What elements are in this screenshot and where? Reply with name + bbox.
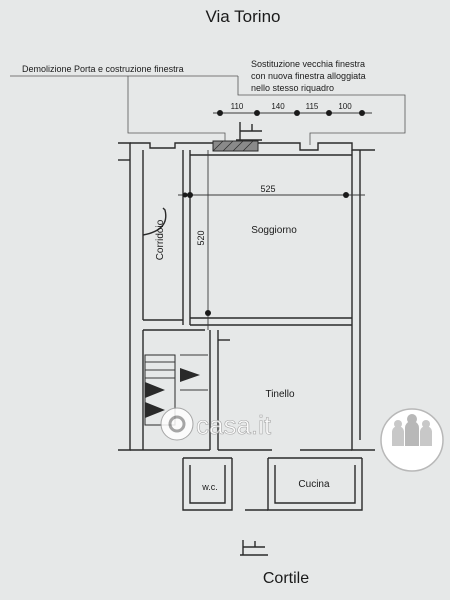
dim-height: 520 <box>196 230 206 245</box>
note-replacement-1: Sostituzione vecchia finestra <box>251 59 365 69</box>
watermark-brand: casa.it <box>196 410 272 440</box>
dim-width: 525 <box>260 184 275 194</box>
section-marker-top <box>236 122 262 141</box>
courtyard-label: Cortile <box>263 570 309 587</box>
note-replacement-2: con nuova finestra alloggiata <box>251 71 366 81</box>
room-kitchen: Cucina <box>298 479 330 490</box>
building-walls <box>118 140 375 511</box>
people-badge-icon <box>380 408 444 472</box>
note-replacement-3: nello stesso riquadro <box>251 83 334 93</box>
room-corridor: Corridoio <box>155 219 166 260</box>
note-demolition: Demolizione Porta e costruzione finestra <box>22 64 184 74</box>
staircase <box>144 354 208 426</box>
dim-segment-1: 110 <box>231 102 244 111</box>
dim-segment-3: 115 <box>306 102 319 111</box>
watermark: casa.it <box>160 407 272 441</box>
street-label: Via Torino <box>206 7 281 26</box>
room-living: Soggiorno <box>251 225 297 236</box>
dim-segment-2: 140 <box>271 102 285 111</box>
interior-dimension-lines <box>178 150 365 330</box>
casa-pin-logo-icon <box>160 407 194 441</box>
room-wc: w.c. <box>201 482 218 492</box>
dim-segment-4: 100 <box>338 102 352 111</box>
leader-lines <box>127 76 406 145</box>
section-marker-bottom <box>240 540 268 556</box>
top-dimension-line <box>213 110 372 116</box>
room-dining: Tinello <box>265 389 295 400</box>
